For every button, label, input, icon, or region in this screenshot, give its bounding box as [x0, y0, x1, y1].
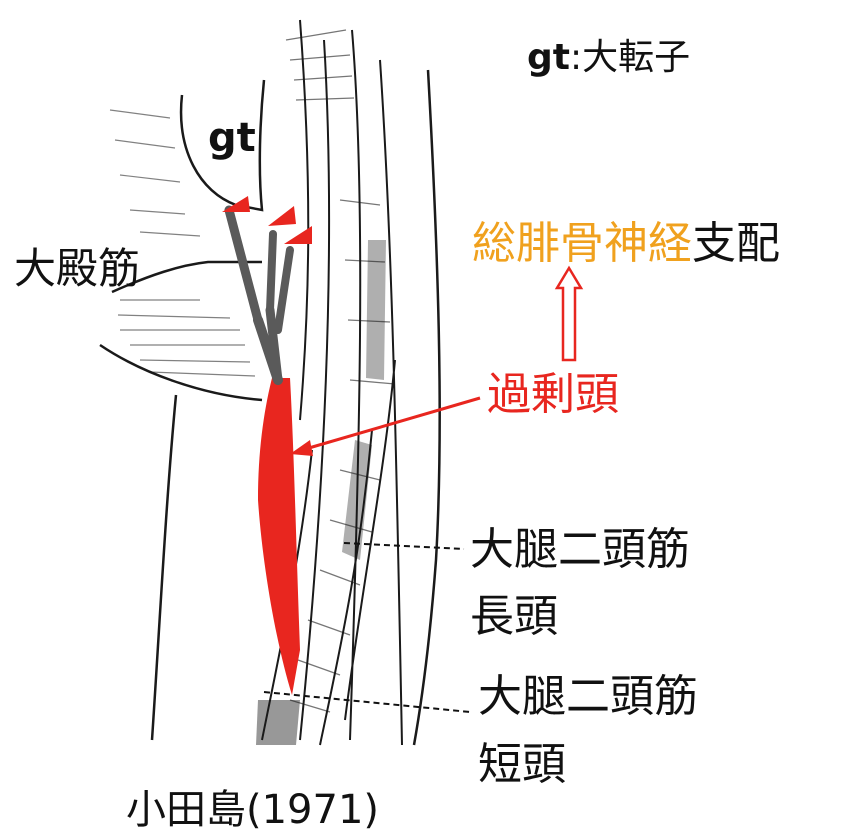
- biceps-short-head-label-line1: 大腿二頭筋: [478, 675, 698, 719]
- muscle-band-shading: [342, 240, 386, 560]
- biceps-short-head-label-line2: 短頭: [478, 743, 566, 787]
- greater-trochanter-label: gt: [208, 118, 256, 158]
- innervation-suffix-text: 支配: [692, 218, 780, 269]
- long-head-leader-line: [344, 543, 464, 549]
- citation: 小田島(1971): [126, 790, 379, 830]
- gluteus-maximus-label: 大殿筋: [14, 248, 140, 290]
- gt-legend-meaning: 大転子: [582, 37, 690, 78]
- thigh-outline-right: [414, 70, 440, 745]
- thigh-outline-left: [152, 395, 176, 740]
- accessory-head-tendons: [229, 210, 290, 380]
- common-peroneal-nerve-text: 総腓骨神経: [472, 218, 692, 269]
- biceps-long-head-label-line1: 大腿二頭筋: [470, 528, 690, 572]
- innervation-label: 総腓骨神経支配: [472, 222, 780, 266]
- biceps-long-head-label-line2: 長頭: [470, 595, 558, 639]
- accessory-head-label: 過剰頭: [487, 373, 619, 417]
- accessory-head-muscle: [258, 378, 300, 695]
- lower-shading: [256, 700, 300, 745]
- gt-legend: gt:大転子: [527, 40, 690, 76]
- innervation-arrow: [557, 268, 581, 360]
- gt-legend-abbr: gt: [527, 37, 570, 78]
- gt-legend-separator: :: [570, 37, 582, 78]
